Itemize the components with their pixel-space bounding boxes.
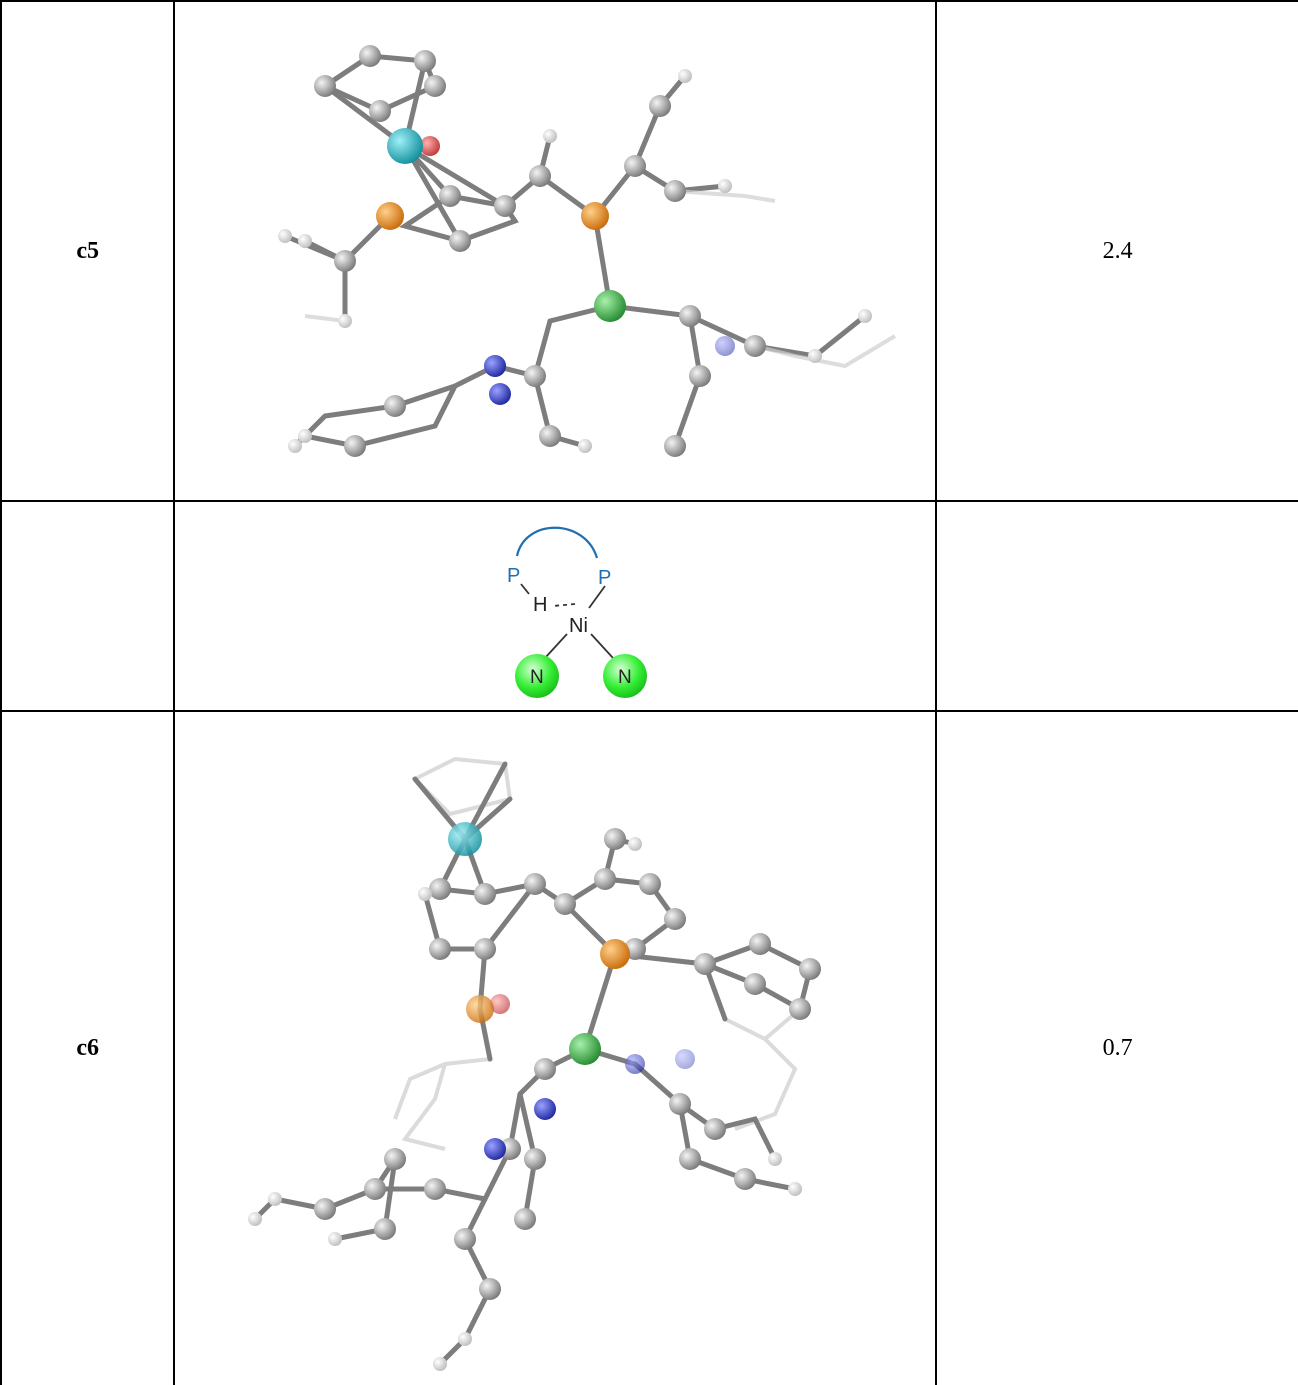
table-row-scheme: P P H Ni N N: [0, 500, 1298, 712]
molecule-3d-model-c5: [278, 45, 897, 457]
row-label: c5: [76, 237, 100, 264]
row-label: c6: [76, 1035, 100, 1061]
phosphorus-left-label: P: [507, 565, 520, 587]
table-row-c6: c6: [0, 710, 1298, 1385]
nitrogen-right-label: N: [618, 667, 632, 688]
phosphorus-right-label: P: [598, 567, 611, 589]
ligand-arc: [516, 526, 599, 559]
nitrogen-left-label: N: [530, 667, 544, 688]
row-value: 2.4: [1102, 237, 1133, 264]
nitrogen-left-ball: [515, 654, 560, 698]
ni-coordination-scheme: P P H Ni N N: [507, 526, 648, 698]
nitrogen-right-ball: [603, 654, 648, 698]
table-row-c5: c5: [0, 0, 1298, 502]
molecule-3d-model-c6: [248, 756, 822, 1371]
hydrogen-label: H: [533, 594, 547, 616]
nickel-label: Ni: [569, 615, 588, 637]
row-value: 0.7: [1102, 1035, 1133, 1061]
